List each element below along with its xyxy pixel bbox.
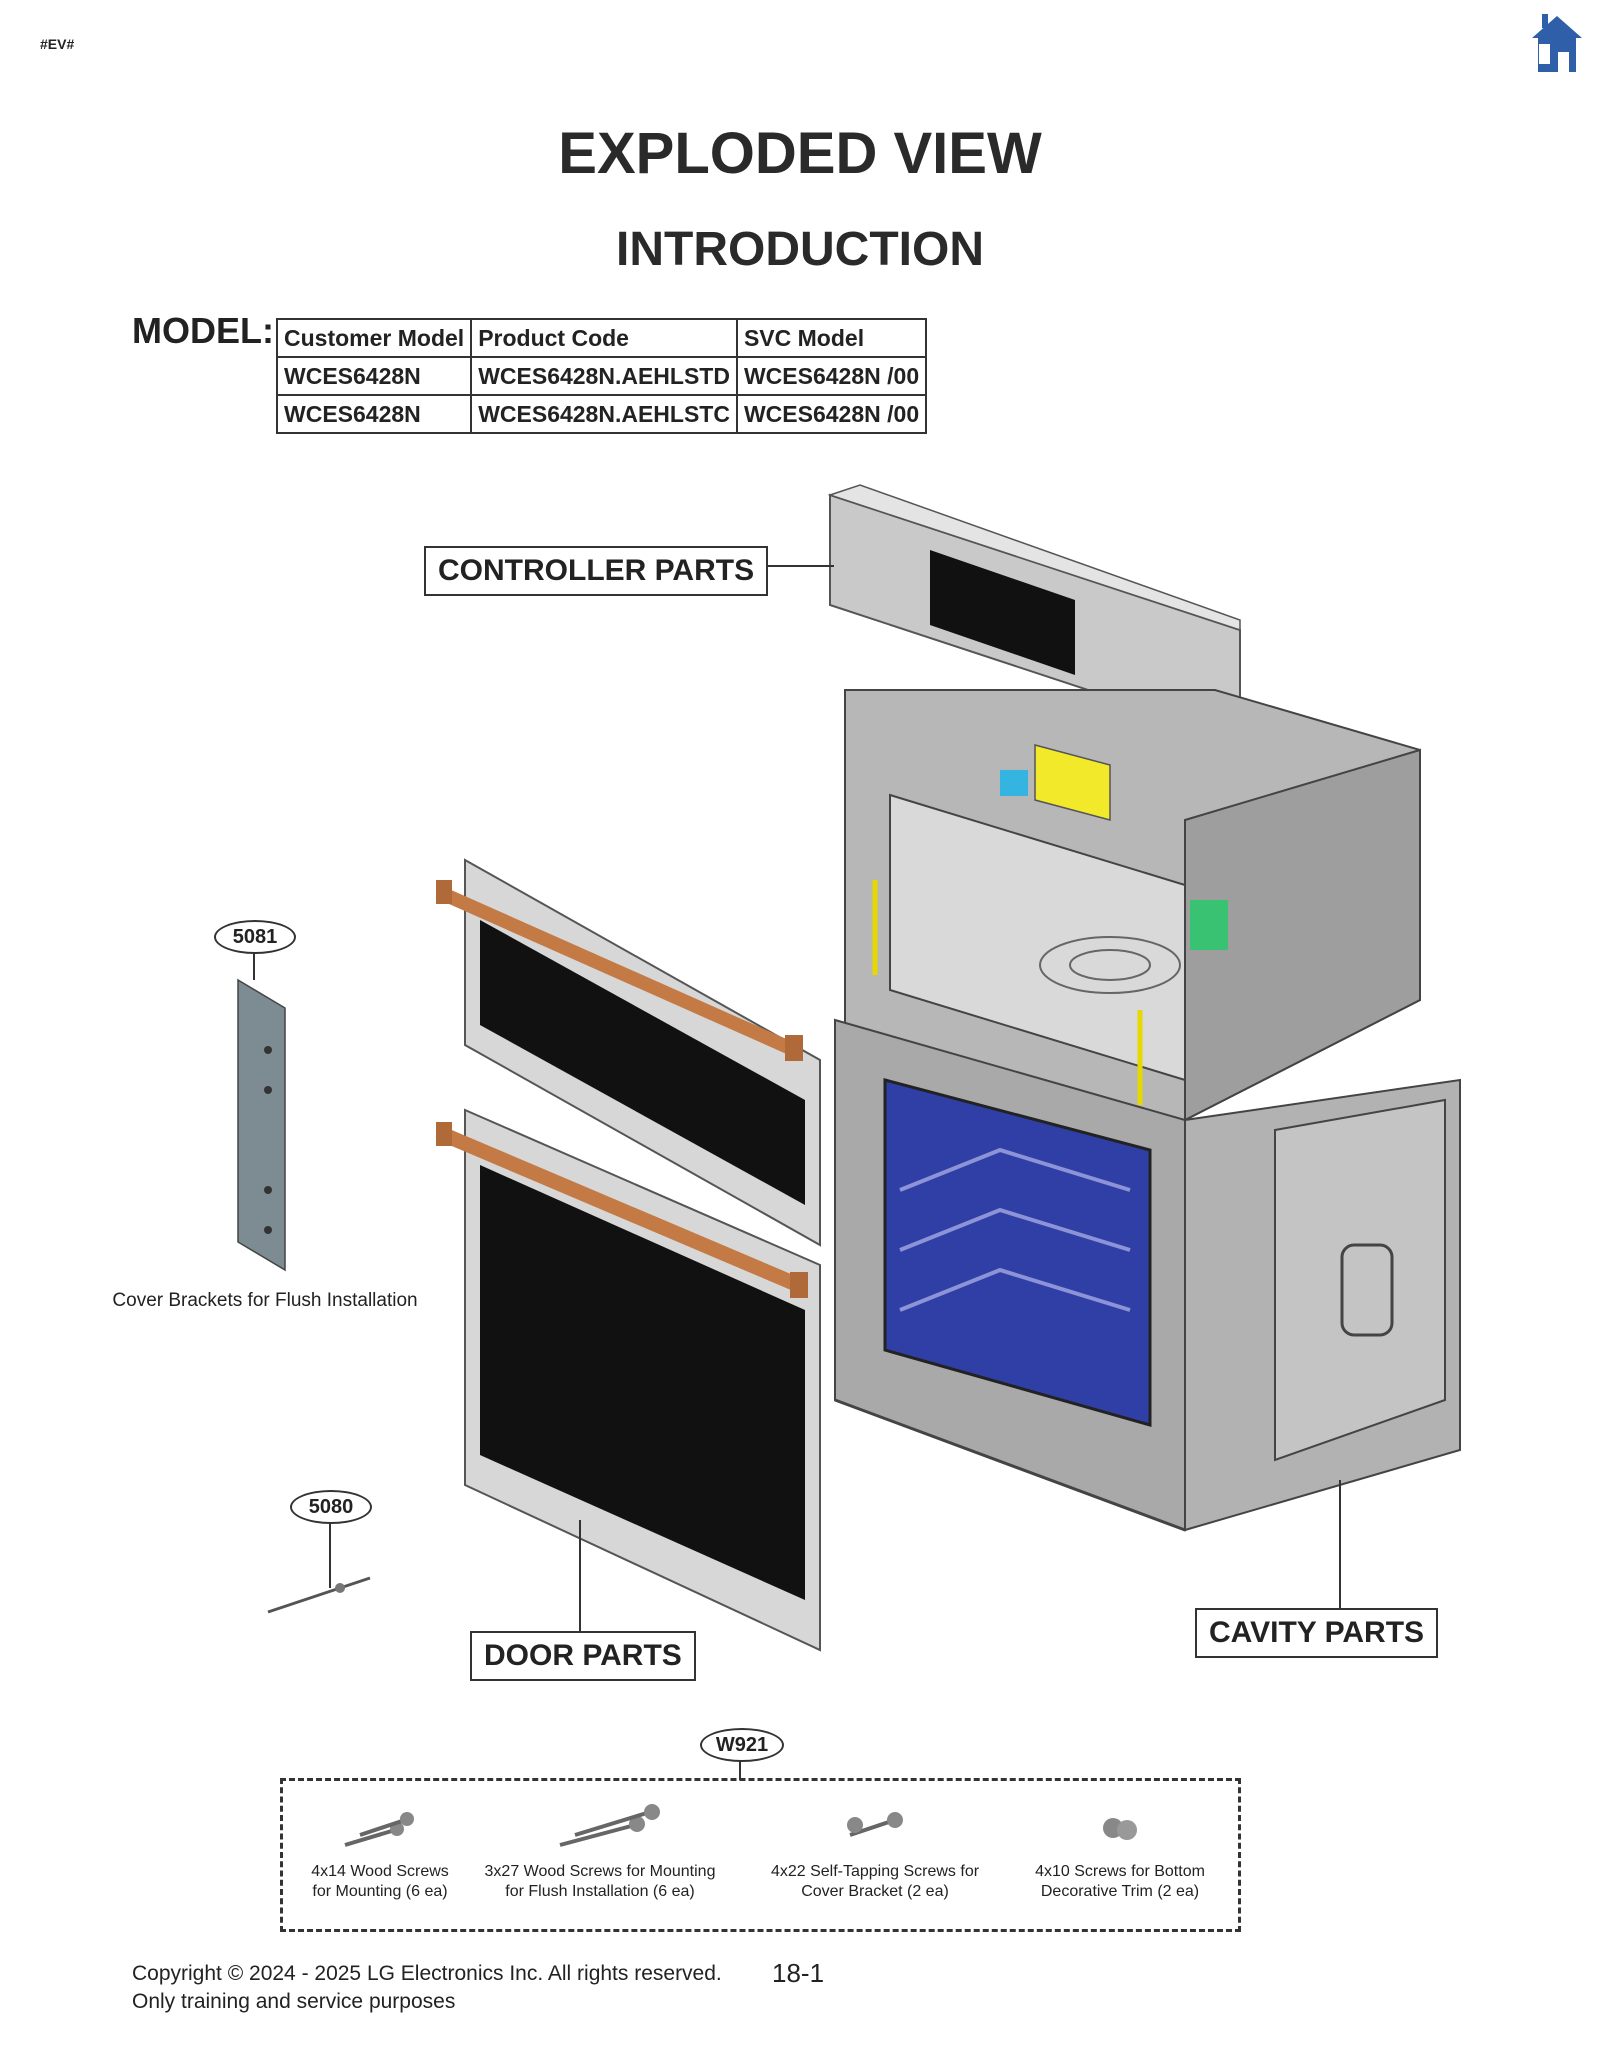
screw-caption-2: 3x27 Wood Screws for Mounting for Flush … (475, 1862, 725, 1902)
screw-caption-line: 4x14 Wood Screws (311, 1863, 449, 1880)
page-subtitle: INTRODUCTION (616, 223, 984, 276)
bracket-caption: Cover Brackets for Flush Installation (112, 1290, 418, 1311)
screw-icon (1103, 1818, 1137, 1840)
copyright: Copyright © 2024 - 2025 LG Electronics I… (132, 1960, 722, 2016)
screw-caption-1: 4x14 Wood Screws for Mounting (6 ea) (290, 1862, 470, 1902)
screw-icon (344, 1812, 414, 1847)
table-cell: WCES6428N (275, 356, 473, 396)
screw-caption-line: for Mounting (6 ea) (312, 1883, 448, 1900)
table-cell: WCES6428N (275, 394, 473, 434)
copyright-line: Copyright © 2024 - 2025 LG Electronics I… (132, 1962, 722, 1985)
column-header: Customer Model (275, 318, 473, 358)
screw-caption-line: 4x22 Self-Tapping Screws for (770, 1863, 980, 1880)
table-row: WCES6428N WCES6428N.AEHLSTD WCES6428N /0… (275, 356, 928, 396)
part-label-5081: 5081 (214, 920, 296, 954)
screw-caption-4: 4x10 Screws for Bottom Decorative Trim (… (1015, 1862, 1225, 1902)
screw-caption-line: Cover Bracket (2 ea) (801, 1883, 949, 1900)
page-title: EXPLODED VIEW (558, 121, 1042, 186)
screw-icon (847, 1812, 903, 1837)
screw-caption-line: 4x10 Screws for Bottom (1035, 1863, 1205, 1880)
table-cell: WCES6428N /00 (735, 394, 928, 434)
screw-caption-line: for Flush Installation (6 ea) (505, 1883, 695, 1900)
page-tag: #EV# (40, 36, 75, 52)
copyright-line: Only training and service purposes (132, 1990, 456, 2013)
controller-parts-callout: CONTROLLER PARTS (424, 546, 769, 596)
table-cell: WCES6428N.AEHLSTC (470, 394, 738, 434)
home-icon[interactable] (1530, 14, 1584, 74)
table-row: WCES6428N WCES6428N.AEHLSTC WCES6428N /0… (275, 394, 928, 434)
cavity-parts-callout: CAVITY PARTS (1195, 1608, 1439, 1658)
column-header: Product Code (470, 318, 738, 358)
screw-caption-line: 3x27 Wood Screws for Mounting (484, 1863, 716, 1880)
table-header-row: Customer Model Product Code SVC Model (275, 318, 928, 358)
model-label: MODEL: (132, 310, 274, 351)
column-header: SVC Model (735, 318, 928, 358)
page-number: 18-1 (772, 1958, 825, 1988)
table-cell: WCES6428N.AEHLSTD (470, 356, 738, 396)
screw-kit-box (280, 1778, 1241, 1932)
door-parts-callout: DOOR PARTS (470, 1631, 696, 1681)
screw-icon (559, 1804, 660, 1847)
model-table: Customer Model Product Code SVC Model WC… (275, 318, 928, 434)
part-label-5080: 5080 (290, 1490, 372, 1524)
part-label-w921: W921 (700, 1728, 784, 1762)
table-cell: WCES6428N /00 (735, 356, 928, 396)
screw-caption-line: Decorative Trim (2 ea) (1040, 1883, 1200, 1900)
screw-caption-3: 4x22 Self-Tapping Screws for Cover Brack… (755, 1862, 995, 1902)
